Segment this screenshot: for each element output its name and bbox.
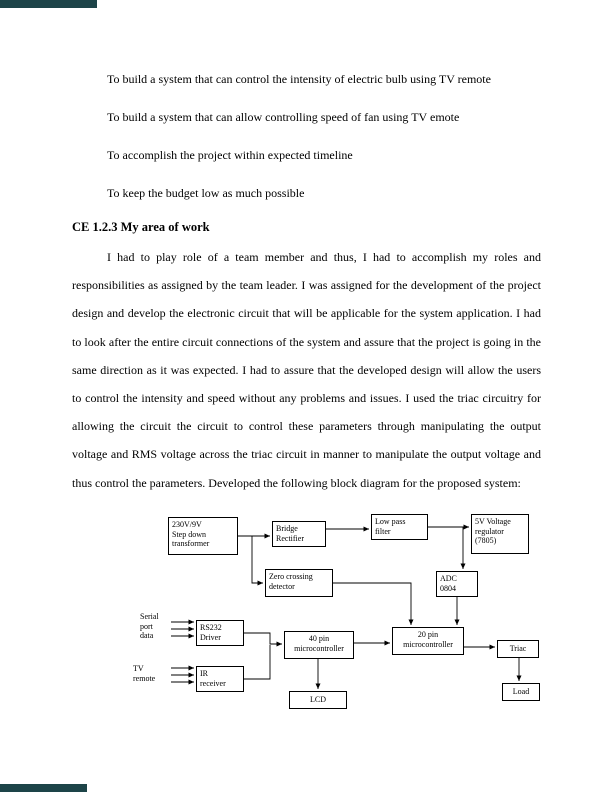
diagram-box-low-pass-filter-label: Low pass filter [375,517,406,536]
diagram-box-voltage-regulator-label: 5V Voltage regulator (7805) [475,517,511,545]
diagram-box-triac: Triac [497,640,539,658]
objective-line: To build a system that can allow control… [107,110,460,124]
diagram-box-20pin-microcontroller: 20 pin microcontroller [392,627,464,655]
diagram-box-rs232-driver-label: RS232 Driver [200,623,222,642]
diagram-box-triac-label: Triac [509,644,527,654]
diagram-box-40pin-microcontroller-label: 40 pin microcontroller [294,634,344,653]
page-edge-artifact-top [0,0,97,8]
diagram-box-bridge-rectifier: Bridge Rectifier [272,521,326,547]
page-edge-artifact-bottom [0,784,87,792]
diagram-box-adc: ADC 0804 [436,571,478,597]
diagram-box-voltage-regulator: 5V Voltage regulator (7805) [471,514,529,554]
diagram-box-adc-label: ADC 0804 [440,574,457,593]
diagram-label-tv-remote: TV remote [133,664,156,683]
connector-lines [171,524,522,689]
diagram-box-zero-crossing-detector-label: Zero crossing detector [269,572,313,591]
diagram-box-rs232-driver: RS232 Driver [196,620,244,646]
diagram-box-low-pass-filter: Low pass filter [371,514,428,540]
body-paragraph: I had to play role of a team member and … [72,250,541,490]
diagram-label-serial-port-data: Serial port data [140,612,159,640]
section-heading: CE 1.2.3 My area of work [72,220,210,234]
diagram-box-lcd-label: LCD [310,695,326,705]
diagram-box-lcd: LCD [289,691,347,709]
objective-line: To build a system that can control the i… [107,72,491,86]
diagram-box-transformer: 230V/9V Step down transformer [168,517,238,555]
diagram-box-bridge-rectifier-label: Bridge Rectifier [276,524,304,543]
diagram-box-40pin-microcontroller: 40 pin microcontroller [284,631,354,659]
diagram-box-transformer-label: 230V/9V Step down transformer [172,520,210,548]
diagram-box-load-label: Load [512,687,530,697]
diagram-box-ir-receiver: IR receiver [196,666,244,692]
objective-line: To accomplish the project within expecte… [107,148,353,162]
diagram-box-20pin-microcontroller-label: 20 pin microcontroller [403,630,453,649]
diagram-box-load: Load [502,683,540,701]
objective-line: To keep the budget low as much possible [107,186,305,200]
diagram-box-ir-receiver-label: IR receiver [200,669,226,688]
diagram-box-zero-crossing-detector: Zero crossing detector [265,569,333,597]
